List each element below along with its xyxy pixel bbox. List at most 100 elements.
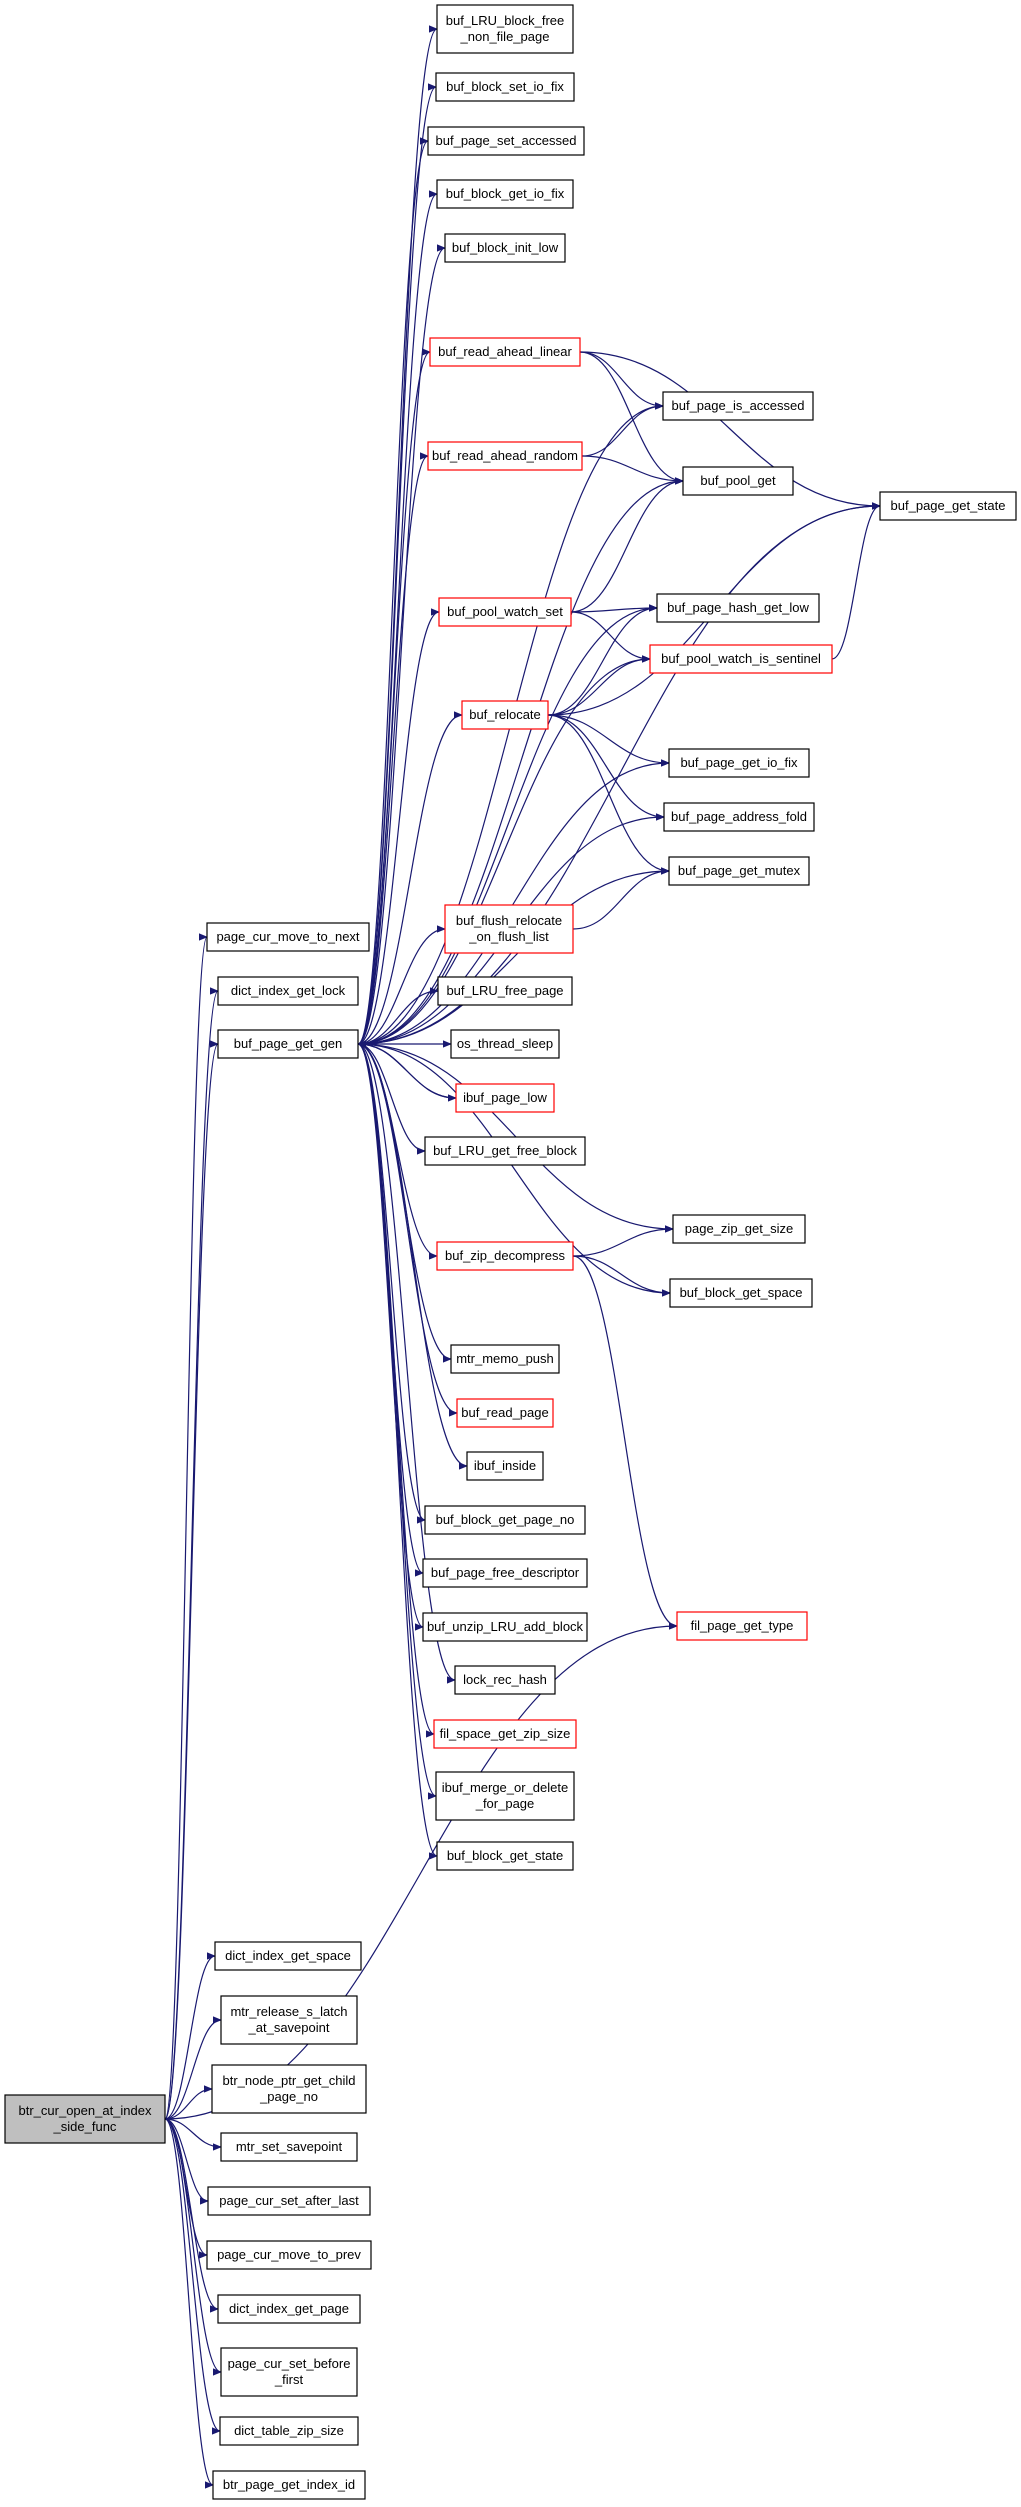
- node-box[interactable]: [436, 4, 574, 54]
- node-buf_pool_get[interactable]: buf_pool_get: [682, 466, 794, 496]
- node-root[interactable]: btr_cur_open_at_index_side_func: [4, 2094, 166, 2144]
- node-box[interactable]: [4, 2094, 166, 2144]
- node-box[interactable]: [649, 644, 833, 674]
- node-ibuf_page_low[interactable]: ibuf_page_low: [455, 1083, 555, 1113]
- node-buf_page_free_descriptor[interactable]: buf_page_free_descriptor: [422, 1558, 588, 1588]
- node-fil_page_get_type[interactable]: fil_page_get_type: [676, 1611, 808, 1641]
- node-page_cur_set_before_first[interactable]: page_cur_set_before_first: [220, 2347, 358, 2397]
- node-buf_LRU_get_free_block[interactable]: buf_LRU_get_free_block: [424, 1136, 586, 1166]
- node-box[interactable]: [424, 1505, 586, 1535]
- node-ibuf_merge_or_delete_for_page[interactable]: ibuf_merge_or_delete_for_page: [435, 1771, 575, 1821]
- node-box[interactable]: [656, 593, 820, 623]
- node-buf_page_get_state[interactable]: buf_page_get_state: [879, 491, 1017, 521]
- node-box[interactable]: [427, 126, 585, 156]
- node-box[interactable]: [450, 1029, 560, 1059]
- node-box[interactable]: [435, 1771, 575, 1821]
- node-page_zip_get_size[interactable]: page_zip_get_size: [672, 1214, 806, 1244]
- node-box[interactable]: [682, 466, 794, 496]
- node-box[interactable]: [461, 700, 549, 730]
- node-box[interactable]: [455, 1083, 555, 1113]
- node-box[interactable]: [212, 2470, 366, 2500]
- node-box[interactable]: [424, 1136, 586, 1166]
- node-buf_LRU_free_page[interactable]: buf_LRU_free_page: [437, 976, 573, 1006]
- node-buf_pool_watch_set[interactable]: buf_pool_watch_set: [438, 597, 572, 627]
- node-box[interactable]: [220, 1995, 358, 2045]
- node-box[interactable]: [427, 441, 583, 471]
- node-buf_block_get_space[interactable]: buf_block_get_space: [669, 1278, 813, 1308]
- node-box[interactable]: [676, 1611, 808, 1641]
- node-buf_page_get_mutex[interactable]: buf_page_get_mutex: [668, 856, 810, 886]
- node-buf_flush_relocate_on_flush_list[interactable]: buf_flush_relocate_on_flush_list: [444, 904, 574, 954]
- node-box[interactable]: [663, 802, 815, 832]
- node-buf_page_set_accessed[interactable]: buf_page_set_accessed: [427, 126, 585, 156]
- node-box[interactable]: [433, 1719, 577, 1749]
- node-buf_block_get_io_fix[interactable]: buf_block_get_io_fix: [436, 179, 574, 209]
- node-box[interactable]: [454, 1665, 556, 1695]
- node-box[interactable]: [450, 1344, 560, 1374]
- node-buf_page_address_fold[interactable]: buf_page_address_fold: [663, 802, 815, 832]
- node-buf_block_init_low[interactable]: buf_block_init_low: [444, 233, 566, 263]
- node-dict_index_get_page[interactable]: dict_index_get_page: [217, 2294, 361, 2324]
- node-box[interactable]: [662, 391, 814, 421]
- node-buf_page_is_accessed[interactable]: buf_page_is_accessed: [662, 391, 814, 421]
- node-box[interactable]: [456, 1398, 554, 1428]
- node-box[interactable]: [207, 2186, 371, 2216]
- node-buf_block_set_io_fix[interactable]: buf_block_set_io_fix: [435, 72, 575, 102]
- node-box[interactable]: [668, 856, 810, 886]
- node-box[interactable]: [422, 1558, 588, 1588]
- node-box[interactable]: [220, 2132, 358, 2162]
- node-box[interactable]: [668, 748, 810, 778]
- node-page_cur_set_after_last[interactable]: page_cur_set_after_last: [207, 2186, 371, 2216]
- node-box[interactable]: [435, 72, 575, 102]
- node-box[interactable]: [206, 922, 370, 952]
- node-box[interactable]: [466, 1451, 544, 1481]
- node-buf_read_ahead_linear[interactable]: buf_read_ahead_linear: [429, 337, 581, 367]
- node-mtr_memo_push[interactable]: mtr_memo_push: [450, 1344, 560, 1374]
- node-fil_space_get_zip_size[interactable]: fil_space_get_zip_size: [433, 1719, 577, 1749]
- node-buf_read_page[interactable]: buf_read_page: [456, 1398, 554, 1428]
- node-box[interactable]: [879, 491, 1017, 521]
- node-box[interactable]: [219, 2416, 359, 2446]
- node-dict_index_get_space[interactable]: dict_index_get_space: [214, 1941, 362, 1971]
- node-ibuf_inside[interactable]: ibuf_inside: [466, 1451, 544, 1481]
- node-box[interactable]: [206, 2240, 372, 2270]
- node-os_thread_sleep[interactable]: os_thread_sleep: [450, 1029, 560, 1059]
- node-box[interactable]: [217, 1029, 359, 1059]
- node-box[interactable]: [438, 597, 572, 627]
- node-box[interactable]: [422, 1612, 588, 1642]
- node-buf_page_get_gen[interactable]: buf_page_get_gen: [217, 1029, 359, 1059]
- node-buf_block_get_page_no[interactable]: buf_block_get_page_no: [424, 1505, 586, 1535]
- node-box[interactable]: [444, 904, 574, 954]
- node-page_cur_move_to_prev[interactable]: page_cur_move_to_prev: [206, 2240, 372, 2270]
- node-page_cur_move_to_next[interactable]: page_cur_move_to_next: [206, 922, 370, 952]
- node-buf_read_ahead_random[interactable]: buf_read_ahead_random: [427, 441, 583, 471]
- node-btr_page_get_index_id[interactable]: btr_page_get_index_id: [212, 2470, 366, 2500]
- node-box[interactable]: [217, 976, 359, 1006]
- node-buf_pool_watch_is_sentinel[interactable]: buf_pool_watch_is_sentinel: [649, 644, 833, 674]
- node-mtr_release_s_latch_at_savepoint[interactable]: mtr_release_s_latch_at_savepoint: [220, 1995, 358, 2045]
- node-box[interactable]: [217, 2294, 361, 2324]
- node-buf_zip_decompress[interactable]: buf_zip_decompress: [436, 1241, 574, 1271]
- node-box[interactable]: [444, 233, 566, 263]
- node-buf_block_get_state[interactable]: buf_block_get_state: [436, 1841, 574, 1871]
- node-buf_page_hash_get_low[interactable]: buf_page_hash_get_low: [656, 593, 820, 623]
- node-box[interactable]: [436, 179, 574, 209]
- node-lock_rec_hash[interactable]: lock_rec_hash: [454, 1665, 556, 1695]
- node-box[interactable]: [429, 337, 581, 367]
- node-box[interactable]: [436, 1841, 574, 1871]
- node-box[interactable]: [214, 1941, 362, 1971]
- node-btr_node_ptr_get_child_page_no[interactable]: btr_node_ptr_get_child_page_no: [211, 2064, 367, 2114]
- node-buf_unzip_LRU_add_block[interactable]: buf_unzip_LRU_add_block: [422, 1612, 588, 1642]
- node-mtr_set_savepoint[interactable]: mtr_set_savepoint: [220, 2132, 358, 2162]
- node-dict_table_zip_size[interactable]: dict_table_zip_size: [219, 2416, 359, 2446]
- node-buf_LRU_block_free_non_file_page[interactable]: buf_LRU_block_free_non_file_page: [436, 4, 574, 54]
- node-box[interactable]: [436, 1241, 574, 1271]
- node-buf_relocate[interactable]: buf_relocate: [461, 700, 549, 730]
- node-box[interactable]: [220, 2347, 358, 2397]
- node-box[interactable]: [211, 2064, 367, 2114]
- node-box[interactable]: [669, 1278, 813, 1308]
- node-dict_index_get_lock[interactable]: dict_index_get_lock: [217, 976, 359, 1006]
- node-box[interactable]: [672, 1214, 806, 1244]
- node-box[interactable]: [437, 976, 573, 1006]
- node-buf_page_get_io_fix[interactable]: buf_page_get_io_fix: [668, 748, 810, 778]
